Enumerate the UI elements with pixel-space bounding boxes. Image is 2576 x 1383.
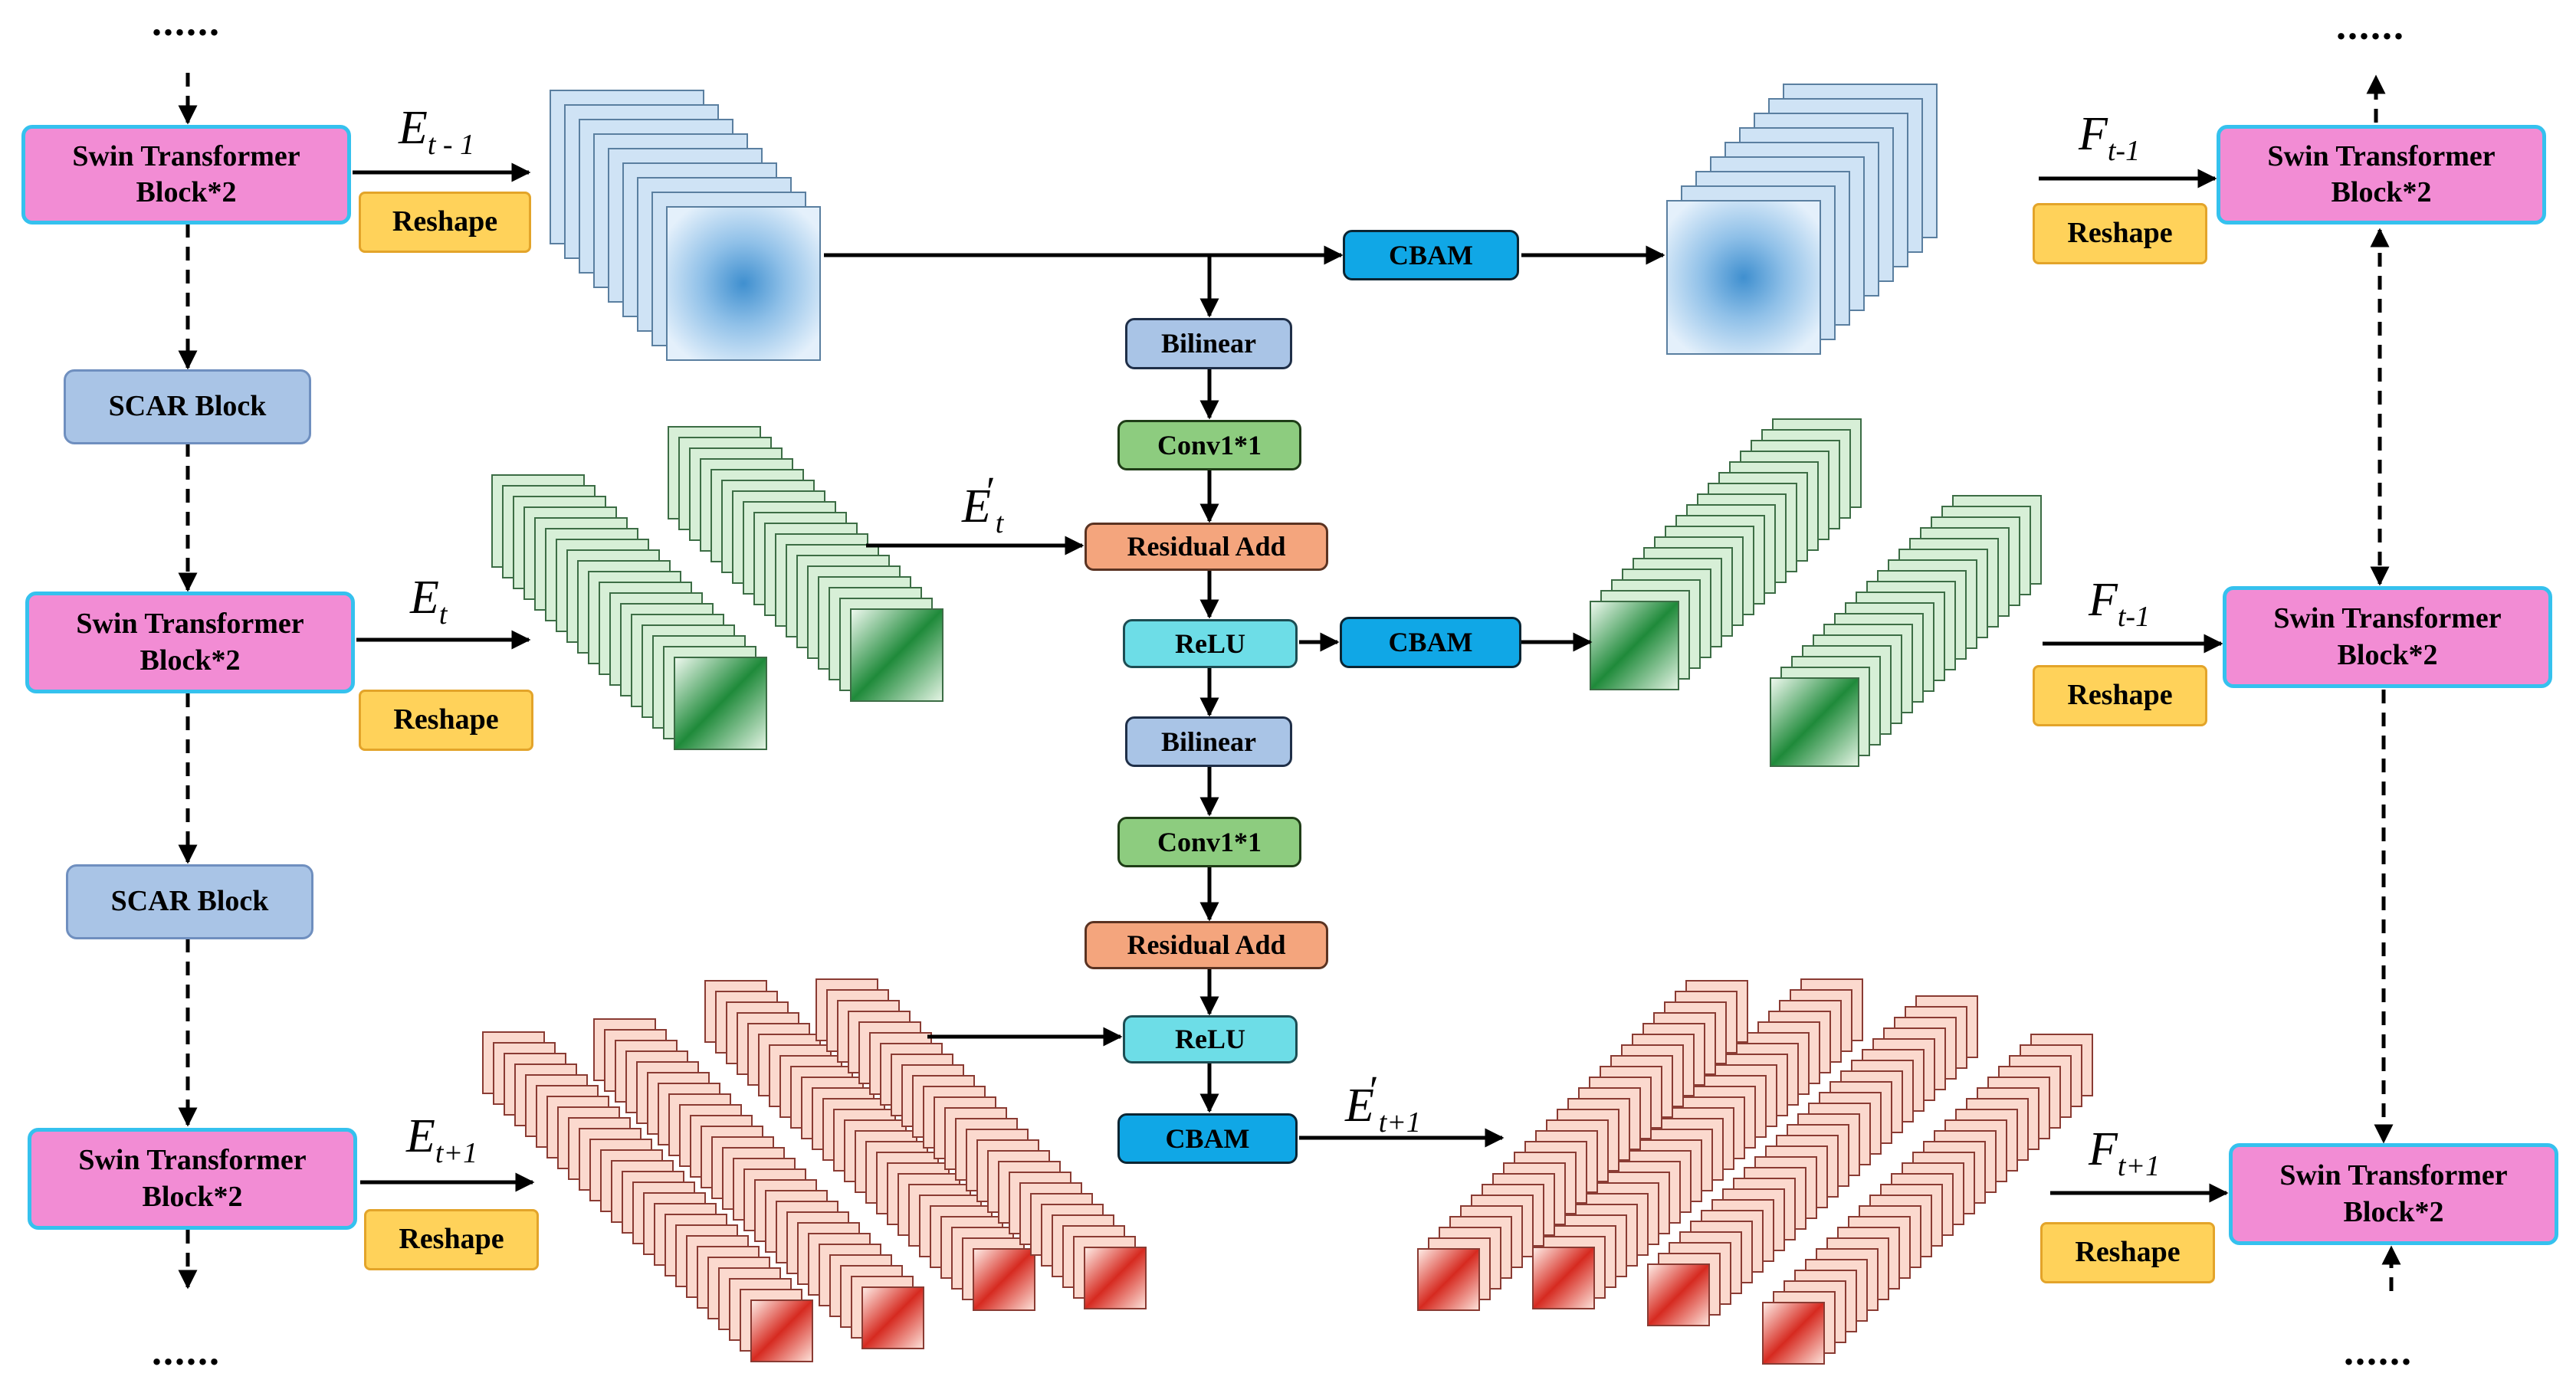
red-feature-stack-right-2 <box>1532 978 1863 1309</box>
feature-map-tile <box>1762 1302 1825 1365</box>
right-top-ellipsis: ...... <box>2336 5 2405 48</box>
green-feature-stack-left-a <box>491 474 767 750</box>
blue-feature-stack-left <box>550 90 821 361</box>
feature-map-tile <box>674 657 767 750</box>
feature-map-tile <box>973 1248 1035 1311</box>
relu-2: ReLU <box>1123 1015 1298 1063</box>
right-swin-transformer-block-bottom: Swin Transformer Block*2 <box>2229 1143 2558 1245</box>
feature-map-tile <box>861 1286 924 1349</box>
conv-1x1-1: Conv1*1 <box>1117 420 1301 470</box>
red-feature-stack-left-2 <box>593 1018 924 1349</box>
cbam-top: CBAM <box>1343 230 1519 280</box>
label-f-t-plus-1: Ft+1 <box>2089 1123 2161 1182</box>
label-e-t-plus-1: Et+1 <box>406 1110 478 1169</box>
residual-add-2: Residual Add <box>1085 921 1328 969</box>
feature-map-tile <box>1647 1263 1710 1326</box>
bilinear-2: Bilinear <box>1125 716 1292 767</box>
left-reshape-bottom: Reshape <box>364 1209 539 1270</box>
feature-map-tile <box>1590 601 1679 690</box>
left-reshape-top: Reshape <box>359 192 531 253</box>
relu-1: ReLU <box>1123 619 1298 668</box>
feature-map-tile <box>1532 1247 1595 1309</box>
blue-feature-stack-right <box>1666 84 1938 355</box>
feature-map-tile <box>666 206 821 361</box>
right-reshape-top: Reshape <box>2033 203 2207 264</box>
red-feature-stack-right-4 <box>1762 1034 2093 1365</box>
green-feature-stack-right-b <box>1770 495 2042 767</box>
bilinear-1: Bilinear <box>1125 318 1292 369</box>
label-e-prime-t: E′t <box>962 468 1004 539</box>
label-e-prime-t-plus-1: E′t+1 <box>1345 1067 1421 1139</box>
cbam-mid: CBAM <box>1340 617 1521 668</box>
feature-map-tile <box>1417 1248 1480 1311</box>
left-reshape-mid: Reshape <box>359 690 533 751</box>
feature-map-tile <box>750 1299 813 1362</box>
feature-map-stacks <box>482 84 2093 1365</box>
feature-map-tile <box>1666 200 1821 355</box>
label-f-t-minus-1-top: Ft-1 <box>2079 108 2141 167</box>
label-f-t-minus-1-mid: Ft-1 <box>2089 574 2151 633</box>
right-swin-transformer-block-mid: Swin Transformer Block*2 <box>2223 586 2552 688</box>
conv-1x1-2: Conv1*1 <box>1117 817 1301 867</box>
label-e-t: Et <box>410 572 448 631</box>
red-feature-stack-right-3 <box>1647 995 1978 1326</box>
left-scar-block-1: SCAR Block <box>64 369 311 444</box>
right-reshape-bottom: Reshape <box>2040 1222 2215 1283</box>
feature-map-tile <box>1770 677 1859 767</box>
right-bottom-ellipsis: ...... <box>2344 1330 2413 1374</box>
red-feature-stack-left-3 <box>704 980 1035 1311</box>
label-e-t-minus-1: Et - 1 <box>399 102 475 161</box>
right-swin-transformer-block-top: Swin Transformer Block*2 <box>2217 125 2546 224</box>
left-bottom-ellipsis: ...... <box>152 1330 221 1374</box>
feature-map-tile <box>850 608 943 702</box>
feature-map-tile <box>1084 1247 1147 1309</box>
green-feature-stack-right-a <box>1590 418 1862 690</box>
left-scar-block-2: SCAR Block <box>66 864 313 939</box>
red-feature-stack-left-4 <box>815 978 1147 1309</box>
left-swin-transformer-block-bottom: Swin Transformer Block*2 <box>28 1128 357 1230</box>
cbam-bottom: CBAM <box>1117 1113 1298 1164</box>
left-top-ellipsis: ...... <box>152 1 221 44</box>
red-feature-stack-right-1 <box>1417 980 1748 1311</box>
green-feature-stack-left-b <box>668 426 943 702</box>
left-swin-transformer-block-top: Swin Transformer Block*2 <box>21 125 351 224</box>
left-swin-transformer-block-mid: Swin Transformer Block*2 <box>25 592 355 693</box>
residual-add-1: Residual Add <box>1085 523 1328 571</box>
red-feature-stack-left-1 <box>482 1031 813 1362</box>
right-reshape-mid: Reshape <box>2033 665 2207 726</box>
